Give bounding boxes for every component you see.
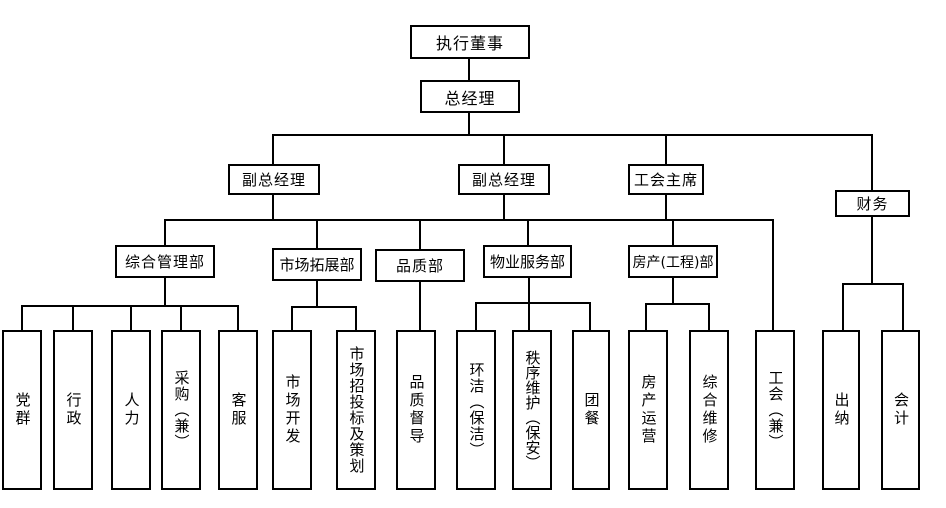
connector-line bbox=[871, 134, 873, 190]
node-property-operation: 房产运营 bbox=[628, 330, 668, 490]
node-accountant: 会计 bbox=[881, 330, 920, 490]
connector-line bbox=[708, 303, 710, 330]
connector-line bbox=[902, 283, 904, 330]
connector-bus-departments bbox=[164, 219, 774, 221]
connector-bus-finance bbox=[842, 283, 904, 285]
connector-line bbox=[475, 302, 477, 330]
node-union-concurrent: 工会（兼） bbox=[755, 330, 795, 490]
node-comprehensive-maintenance: 综合维修 bbox=[689, 330, 729, 490]
node-market-bidding-planning: 市场招投标及策划 bbox=[336, 330, 376, 490]
connector-line bbox=[130, 305, 132, 330]
connector-line bbox=[164, 219, 166, 245]
connector-line bbox=[72, 305, 74, 330]
node-order-maintenance: 秩序维护（保安） bbox=[512, 330, 552, 490]
node-cashier: 出纳 bbox=[822, 330, 860, 490]
connector-line bbox=[468, 113, 470, 134]
node-executive-director: 执行董事 bbox=[410, 25, 530, 59]
node-market-expansion-dept: 市场拓展部 bbox=[272, 248, 362, 281]
node-quality-supervision: 品质督导 bbox=[396, 330, 436, 490]
node-customer-service: 客服 bbox=[218, 330, 258, 490]
connector-bus-managers bbox=[272, 134, 873, 136]
connector-line bbox=[842, 283, 844, 330]
connector-line bbox=[272, 195, 274, 219]
node-quality-dept: 品质部 bbox=[375, 249, 465, 282]
connector-line bbox=[180, 305, 182, 330]
connector-line bbox=[665, 195, 667, 219]
node-union-chairman: 工会主席 bbox=[628, 164, 704, 195]
connector-line bbox=[503, 195, 505, 219]
connector-line bbox=[665, 134, 667, 164]
connector-bus-property-service bbox=[475, 302, 591, 304]
connector-line bbox=[355, 306, 357, 330]
connector-line bbox=[772, 219, 774, 330]
connector-line bbox=[419, 282, 421, 330]
node-property-service-dept: 物业服务部 bbox=[483, 245, 572, 278]
connector-bus-market-expansion bbox=[291, 306, 357, 308]
node-general-admin-dept: 综合管理部 bbox=[115, 245, 215, 278]
connector-line bbox=[21, 305, 23, 330]
connector-line bbox=[503, 134, 505, 164]
connector-line bbox=[316, 281, 318, 306]
node-real-estate-eng-dept: 房产(工程)部 bbox=[628, 245, 718, 278]
connector-line bbox=[589, 302, 591, 330]
node-group-catering: 团餐 bbox=[572, 330, 610, 490]
node-deputy-gm-1: 副总经理 bbox=[228, 164, 320, 195]
node-market-development: 市场开发 bbox=[272, 330, 312, 490]
node-finance: 财务 bbox=[835, 190, 910, 217]
connector-line bbox=[527, 219, 529, 245]
connector-line bbox=[672, 278, 674, 303]
connector-line bbox=[164, 278, 166, 305]
connector-line bbox=[316, 219, 318, 248]
connector-bus-real-estate bbox=[645, 303, 710, 305]
connector-line bbox=[645, 303, 647, 330]
node-administration: 行政 bbox=[53, 330, 93, 490]
connector-line bbox=[468, 59, 470, 80]
node-cleaning: 环洁（保洁） bbox=[456, 330, 496, 490]
connector-line bbox=[272, 134, 274, 164]
node-general-manager: 总经理 bbox=[420, 80, 520, 113]
node-deputy-gm-2: 副总经理 bbox=[458, 164, 550, 195]
connector-line bbox=[419, 219, 421, 249]
connector-line bbox=[291, 306, 293, 330]
connector-line bbox=[528, 278, 530, 330]
connector-line bbox=[871, 217, 873, 283]
connector-line bbox=[237, 305, 239, 330]
node-party-masses: 党群 bbox=[2, 330, 42, 490]
connector-line bbox=[672, 219, 674, 245]
node-human-resources: 人力 bbox=[111, 330, 151, 490]
node-procurement-concurrent: 采购（兼） bbox=[161, 330, 201, 490]
